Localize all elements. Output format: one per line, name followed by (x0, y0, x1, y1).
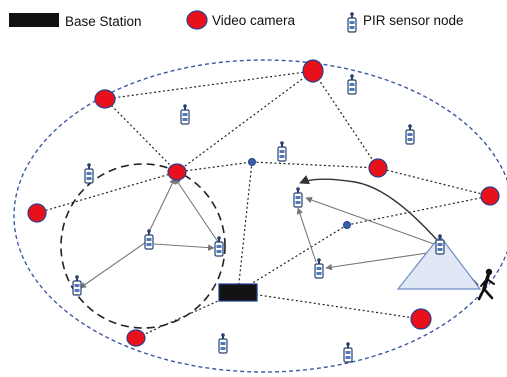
pir-sensor-icon (343, 341, 353, 363)
data-flow-arrows (79, 177, 435, 289)
deployment-area-boundary (13, 59, 507, 373)
pir-sensor-icon (180, 103, 190, 125)
pir-sensor-icon (435, 233, 445, 255)
pir-sensor-icon (405, 123, 415, 145)
pir-sensor-icon (277, 140, 287, 162)
pir-sensor-icon (144, 228, 154, 250)
pir-sensor-icon (347, 73, 357, 95)
video-camera-legend-icon (186, 10, 208, 30)
relay-node (342, 220, 351, 229)
video-camera-icon (167, 163, 187, 181)
video-camera-icon (126, 329, 146, 347)
video-cameras (27, 59, 500, 347)
pir-sensor-icon (84, 162, 94, 184)
video-camera-icon (27, 203, 47, 223)
video-camera-icon (302, 59, 324, 83)
video-camera-icon (94, 89, 116, 109)
base-station-legend-icon (9, 13, 59, 27)
pir-sensor-icon (218, 332, 228, 354)
video-camera-icon (368, 158, 388, 178)
relay-node (247, 157, 256, 166)
pir-sensor-icon (293, 186, 303, 208)
pir-sensors (72, 73, 445, 363)
legend-pir-sensor: PIR sensor node (363, 13, 464, 28)
network-links (36, 70, 491, 339)
pir-sensor-legend-icon (347, 11, 357, 33)
walking-person-icon (477, 268, 495, 301)
legend-base-station: Base Station (65, 14, 142, 29)
legend-video-camera: Video camera (212, 13, 296, 28)
legend: Base Station Video camera PIR sensor nod… (9, 10, 464, 33)
video-camera-icon (480, 186, 500, 206)
detection-cone (396, 235, 482, 290)
sensor-cluster-circle (60, 163, 226, 329)
pir-sensor-icon (72, 274, 82, 296)
video-camera-icon (410, 308, 432, 330)
base-station-icon (218, 283, 258, 302)
